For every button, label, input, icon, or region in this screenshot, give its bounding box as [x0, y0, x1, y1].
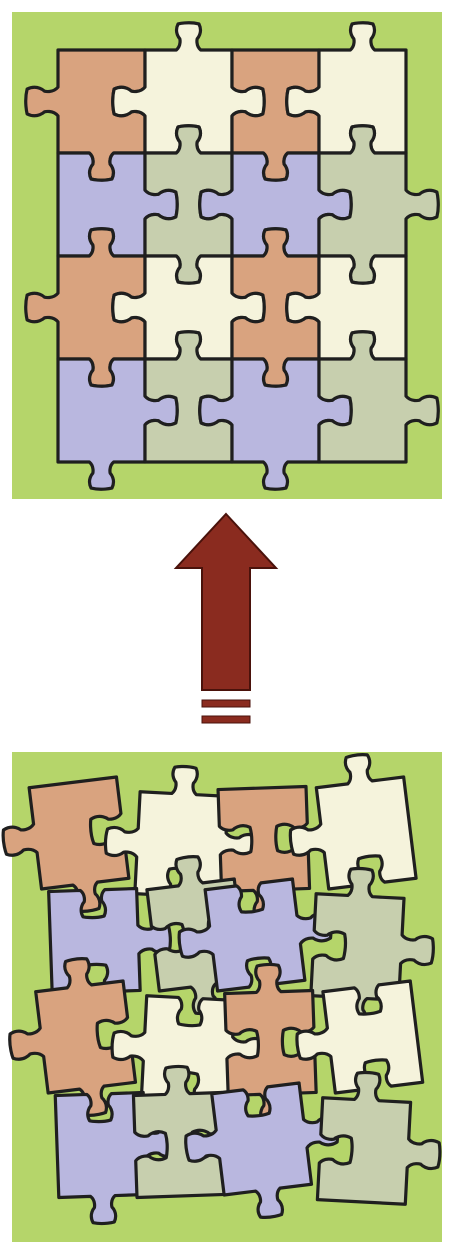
scattered-puzzle-board	[0, 750, 444, 1242]
arrow-tail-bar	[202, 716, 250, 723]
assembled-pieces	[26, 23, 439, 490]
arrow-tail-bar	[202, 700, 250, 707]
assembled-puzzle-board	[12, 12, 442, 499]
scattered-pieces	[0, 750, 444, 1227]
